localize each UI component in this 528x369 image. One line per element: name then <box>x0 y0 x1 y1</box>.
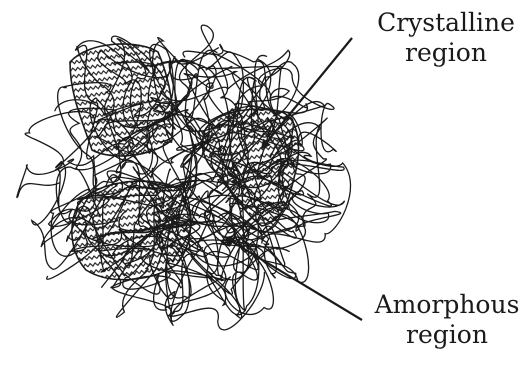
crystalline-label-line1: Crystalline <box>366 8 526 38</box>
crystalline-pointer-arrow-icon <box>262 38 352 148</box>
crystalline-label-line2: region <box>366 38 526 68</box>
amorphous-label-line1: Amorphous <box>366 290 528 320</box>
amorphous-label-line2: region <box>366 320 528 350</box>
crystalline-region-label: Crystalline region <box>366 8 526 68</box>
amorphous-region-label: Amorphous region <box>366 290 528 350</box>
